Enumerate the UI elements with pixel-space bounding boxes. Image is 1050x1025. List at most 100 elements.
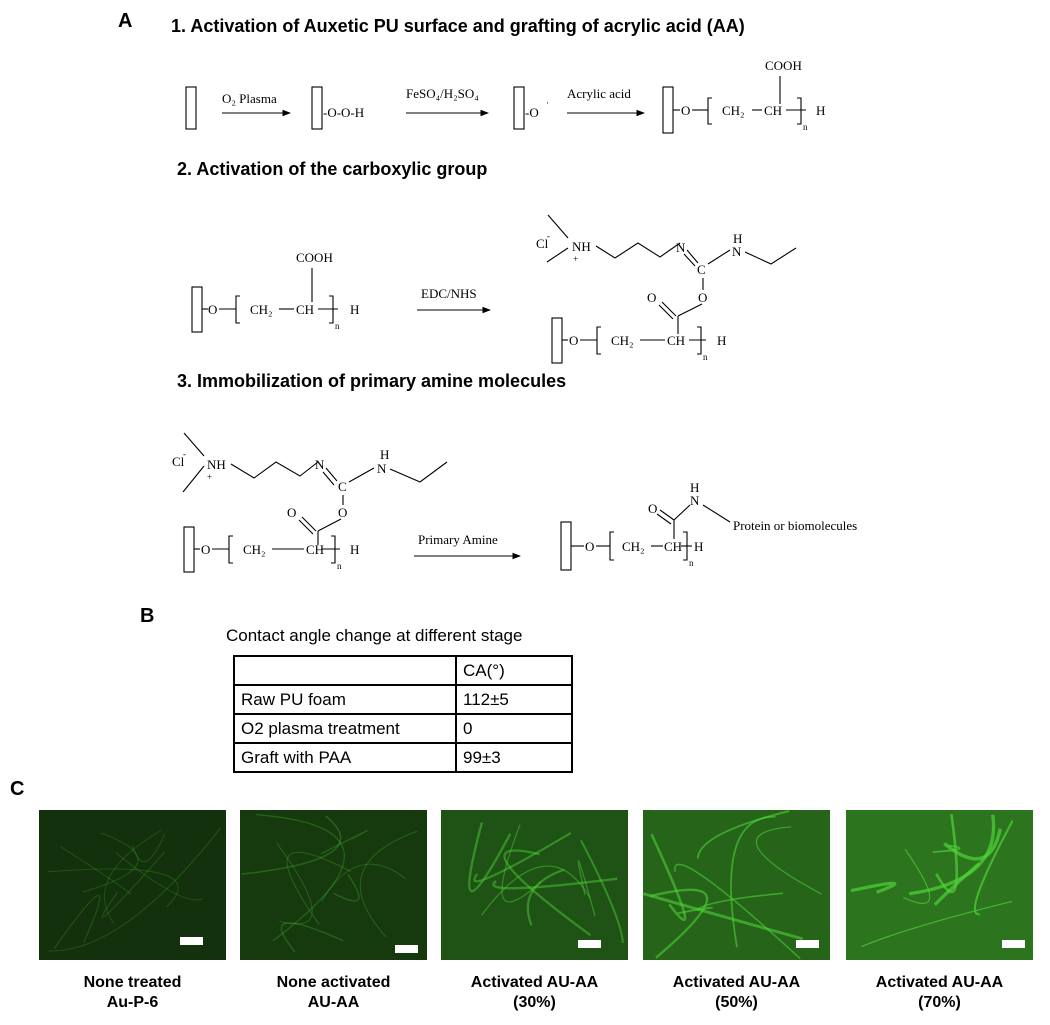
- atom-o: O: [585, 539, 594, 554]
- panel-letter-b: B: [140, 605, 155, 627]
- repeat-n: n: [689, 558, 694, 568]
- table-cell-ca: 112±5: [455, 684, 573, 715]
- atom-o: O: [681, 103, 690, 118]
- group-ch: CH: [296, 302, 314, 317]
- table-cell-stage: Raw PU foam: [233, 684, 457, 715]
- reagent-edc-nhs: EDC/NHS: [421, 286, 477, 301]
- peroxide-group: -O-O-H: [323, 105, 364, 120]
- label-line-2: (30%): [513, 994, 556, 1011]
- plus-sign: +: [573, 254, 578, 264]
- panel-letter-c: C: [10, 778, 25, 800]
- atom-h: H: [690, 480, 699, 495]
- atom-h: H: [733, 231, 742, 246]
- reaction-scheme: O₂ Plasma -O-O-H FeSO₄/H₂SO₄ - O · Acryli…: [172, 58, 857, 573]
- atom-h: H: [380, 447, 389, 462]
- section-3-scheme: Cl - NH + N C H N O O O CH₂ CH n H Prima…: [172, 432, 857, 573]
- micrograph-label-2: None activated AU-AA: [240, 973, 427, 1013]
- atom-o: O: [698, 290, 707, 305]
- atom-h: H: [694, 539, 703, 554]
- micrograph-5: [846, 810, 1033, 960]
- surface-block: [513, 86, 525, 130]
- panel-letter-a: A: [118, 10, 133, 32]
- fluorescence-texture: [441, 810, 628, 960]
- atom-o: O: [569, 333, 578, 348]
- surface-block: [311, 86, 323, 130]
- scale-bar: [180, 937, 203, 945]
- label-line-2: AU-AA: [307, 994, 360, 1011]
- surface-block: [560, 521, 572, 571]
- fluorescence-texture: [39, 810, 226, 960]
- table-cell-ca: 99±3: [455, 742, 573, 773]
- atom-c: C: [338, 479, 347, 494]
- label-line-1: Activated AU-AA: [470, 974, 599, 991]
- reagent-feso4: FeSO₄/H₂SO₄: [406, 86, 479, 101]
- scale-bar: [578, 940, 601, 948]
- micrograph-1: [39, 810, 226, 960]
- label-line-2: (70%): [918, 994, 961, 1011]
- reagent-o2-plasma: O₂ Plasma: [222, 91, 277, 106]
- group-ch: CH: [764, 103, 782, 118]
- section-3-title: 3. Immobilization of primary amine molec…: [177, 371, 567, 391]
- atom-o: O: [208, 302, 217, 317]
- repeat-n: n: [703, 352, 708, 362]
- group-ch2: CH₂: [611, 333, 634, 348]
- table-cell-ca: 0: [455, 713, 573, 744]
- table-row: O2 plasma treatment 0: [233, 713, 573, 744]
- atom-n: N: [377, 461, 387, 476]
- section-2-scheme: O CH₂ CH COOH n H EDC/NHS Cl - NH + N C …: [191, 214, 797, 364]
- repeat-n: n: [337, 561, 342, 571]
- atom-o: O: [647, 290, 656, 305]
- label-line-1: None activated: [276, 974, 391, 991]
- label-line-1: None treated: [83, 974, 182, 991]
- table-header-cell: CA(°): [455, 655, 573, 686]
- group-ch2: CH₂: [250, 302, 273, 317]
- atom-o: O: [201, 542, 210, 557]
- atom-h: H: [717, 333, 726, 348]
- repeat-n: n: [335, 321, 340, 331]
- group-ch2: CH₂: [722, 103, 745, 118]
- section-1-title: 1. Activation of Auxetic PU surface and …: [171, 16, 745, 36]
- group-cooh: COOH: [765, 58, 802, 73]
- atom-n: N: [676, 240, 686, 255]
- atom-o: O: [287, 505, 296, 520]
- group-ch2: CH₂: [622, 539, 645, 554]
- surface-block: [662, 86, 674, 134]
- atom-h: H: [350, 302, 359, 317]
- table-header-row: CA(°): [233, 655, 573, 686]
- table-row: Graft with PAA 99±3: [233, 742, 573, 773]
- scale-bar: [1002, 940, 1025, 948]
- group-ch2: CH₂: [243, 542, 266, 557]
- micrograph-label-4: Activated AU-AA (50%): [643, 973, 830, 1013]
- micrograph-label-1: None treated Au-P-6: [39, 973, 226, 1013]
- micrograph-label-3: Activated AU-AA (30%): [441, 973, 628, 1013]
- group-cooh: COOH: [296, 250, 333, 265]
- atom-o: O: [648, 501, 657, 516]
- surface-block: [183, 526, 195, 573]
- ammonium-nh: NH: [207, 457, 226, 472]
- section-2-title: 2. Activation of the carboxylic group: [177, 159, 488, 179]
- group-ch: CH: [667, 333, 685, 348]
- ammonium-nh: NH: [572, 239, 591, 254]
- label-line-2: Au-P-6: [106, 994, 159, 1011]
- fluorescence-texture: [643, 810, 830, 960]
- micrograph-label-5: Activated AU-AA (70%): [846, 973, 1033, 1013]
- reagent-acrylic-acid: Acrylic acid: [567, 86, 631, 101]
- chloride-ion: Cl: [536, 236, 549, 251]
- plus-sign: +: [207, 472, 212, 482]
- table-header-cell: [233, 655, 457, 686]
- micrograph-4: [643, 810, 830, 960]
- surface-block: [551, 317, 563, 364]
- surface-block: [185, 86, 197, 130]
- atom-o: O: [338, 505, 347, 520]
- radical-dot: ·: [546, 98, 549, 108]
- minus-sign: -: [183, 449, 186, 459]
- scale-bar: [796, 940, 819, 948]
- section-1-scheme: O₂ Plasma -O-O-H FeSO₄/H₂SO₄ -O · Acryli…: [185, 58, 825, 134]
- micrograph-3: [441, 810, 628, 960]
- table-caption: Contact angle change at different stage: [226, 626, 523, 645]
- table-cell-stage: Graft with PAA: [233, 742, 457, 773]
- label-line-2: (50%): [715, 994, 758, 1011]
- table-row: Raw PU foam 112±5: [233, 684, 573, 715]
- scale-bar: [395, 945, 418, 953]
- label-line-1: Activated AU-AA: [672, 974, 801, 991]
